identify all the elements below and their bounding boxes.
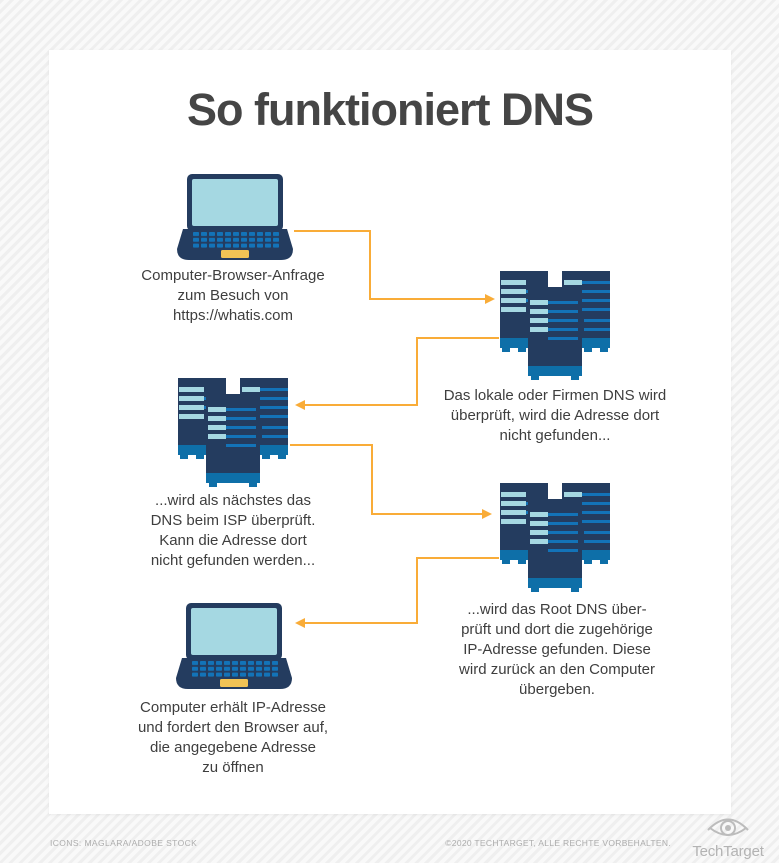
laptop-icon xyxy=(177,174,293,261)
dns-server-icon xyxy=(500,270,610,380)
infographic-card xyxy=(49,50,731,814)
brand-name: TechTarget xyxy=(692,843,764,860)
step-caption: ...wird das Root DNS über- prüft und dor… xyxy=(459,601,655,698)
eye-icon xyxy=(707,818,749,836)
step-caption: Das lokale oder Firmen DNS wird überprüf… xyxy=(443,387,667,444)
techtarget-logo: TechTarget xyxy=(684,815,772,860)
dns-server-icon xyxy=(500,482,610,592)
dns-server-icon xyxy=(178,377,288,487)
page-title: So funktioniert DNS xyxy=(187,84,594,135)
laptop-icon xyxy=(176,603,292,690)
step-caption: Computer-Browser-Anfrage zum Besuch von … xyxy=(141,267,325,324)
step-caption: ...wird als nächstes das DNS beim ISP üb… xyxy=(150,492,316,569)
footer-credit: ICONS: MAGLARA/ADOBE STOCK xyxy=(50,838,198,848)
footer-copyright: ©2020 TECHTARGET, ALLE RECHTE VORBEHALTE… xyxy=(445,838,671,848)
step-caption: Computer erhält IP-Adresse und fordert d… xyxy=(137,699,329,776)
